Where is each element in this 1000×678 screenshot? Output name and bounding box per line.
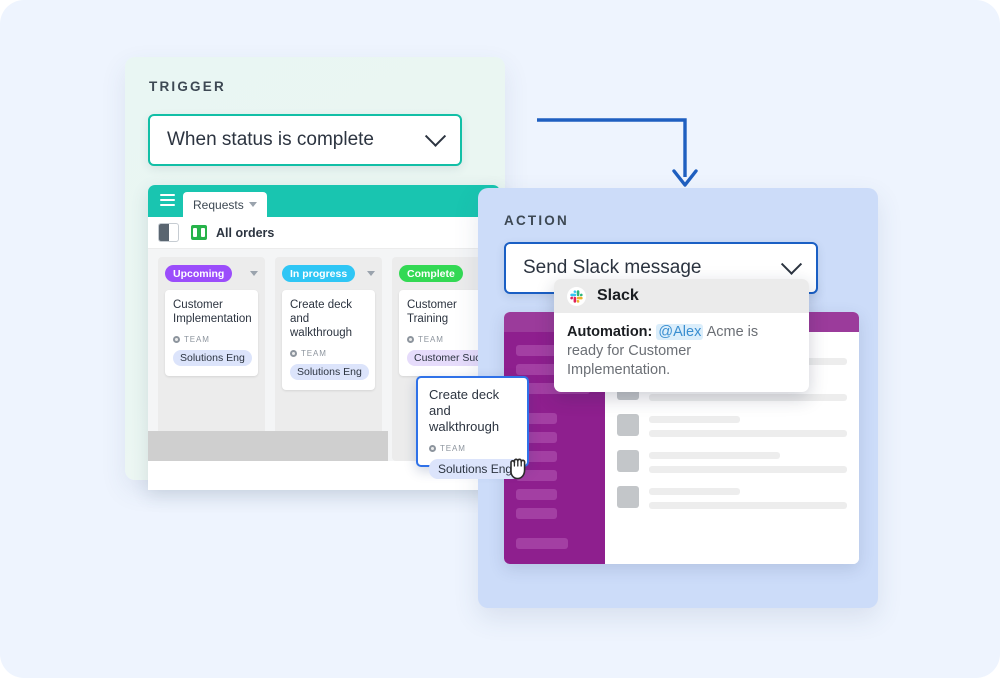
card-team-row: TEAM [407,335,484,344]
card-title: Create deck and walkthrough [429,387,500,434]
gear-icon [407,336,414,343]
column-header: Complete [399,265,492,282]
message-row [605,414,859,437]
card-team-row: TEAM [290,349,367,358]
toast-message: Automation: @Alex Acme is ready for Cust… [554,313,809,392]
team-label: TEAM [440,444,466,453]
toast-message-text: Acme is ready for Customer Implementatio… [567,324,759,378]
tab-requests[interactable]: Requests [183,192,267,217]
caret-down-icon [248,202,257,207]
avatar [617,486,639,508]
gear-icon [429,445,436,452]
kanban-card[interactable]: Customer Training TEAM Customer Success [399,290,500,376]
split-view-icon[interactable] [158,223,179,242]
action-select-value: Send Slack message [523,257,702,278]
team-label: TEAM [418,335,444,344]
kanban-scroll-footer[interactable] [148,431,388,461]
sidebar-item[interactable] [516,345,590,356]
sidebar-divider [504,527,605,538]
team-label: TEAM [184,335,210,344]
column-header: Upcoming [165,265,258,282]
slack-logo-icon [567,286,586,306]
message-row [605,486,859,509]
chevron-down-icon [424,125,447,147]
toast-app-name: Slack [597,287,639,304]
card-title: Create deck and walkthrough [290,299,353,339]
avatar [617,414,639,436]
sidebar-item[interactable] [516,364,571,375]
kanban-column-in-progress: In progress Create deck and walkthrough … [275,257,382,461]
chevron-down-icon [780,253,803,275]
kanban-board: Upcoming Customer Implementation TEAM So… [148,249,500,461]
dragging-kanban-card[interactable]: Create deck and walkthrough TEAM Solutio… [416,376,529,479]
caret-down-icon[interactable] [367,271,375,276]
elbow-arrow-down-icon [537,118,698,187]
status-badge: In progress [282,265,356,282]
card-tag: Solutions Eng [290,364,369,380]
slack-notification-toast[interactable]: Slack Automation: @Alex Acme is ready fo… [554,279,809,392]
avatar [617,450,639,472]
hamburger-icon[interactable] [160,194,175,206]
tab-requests-label: Requests [193,197,244,212]
sidebar-item[interactable] [516,508,557,519]
toast-header: Slack [554,279,809,313]
board-name: All orders [216,225,275,240]
trigger-section-label: TRIGGER [149,79,226,94]
card-team-row: TEAM [173,335,250,344]
card-tag: Solutions Eng [429,459,522,479]
sidebar-item[interactable] [516,383,590,394]
sidebar-item[interactable] [516,432,557,443]
board-icon [191,225,207,240]
gear-icon [290,350,297,357]
status-badge: Complete [399,265,463,282]
card-title: Customer Implementation [173,299,252,325]
kanban-app-window: Requests All orders Upcoming [148,185,500,490]
team-label: TEAM [301,349,327,358]
trigger-select-value: When status is complete [167,129,374,150]
trigger-select[interactable]: When status is complete [148,114,462,166]
card-team-row: TEAM [429,444,518,453]
sidebar-item[interactable] [516,451,557,462]
card-tag: Solutions Eng [173,350,252,366]
trigger-panel: TRIGGER When status is complete Requests [125,57,529,490]
kanban-card[interactable]: Create deck and walkthrough TEAM Solutio… [282,290,375,390]
message-row [605,450,859,473]
sidebar-item[interactable] [516,470,557,481]
grabbing-hand-cursor [510,458,526,480]
status-badge: Upcoming [165,265,233,282]
kanban-subbar: All orders [148,217,500,249]
kanban-column-upcoming: Upcoming Customer Implementation TEAM So… [158,257,265,461]
action-panel: ACTION Send Slack message [478,188,878,608]
kanban-topbar: Requests [148,185,500,217]
toast-message-prefix: Automation: [567,324,653,340]
gear-icon [173,336,180,343]
sidebar-item[interactable] [516,538,568,549]
card-title: Customer Training [407,299,457,325]
sidebar-item[interactable] [516,489,557,500]
kanban-card[interactable]: Customer Implementation TEAM Solutions E… [165,290,258,376]
column-header: In progress [282,265,375,282]
toast-mention[interactable]: @Alex [656,324,704,340]
action-section-label: ACTION [504,213,569,228]
sidebar-item[interactable] [516,413,557,424]
caret-down-icon[interactable] [250,271,258,276]
